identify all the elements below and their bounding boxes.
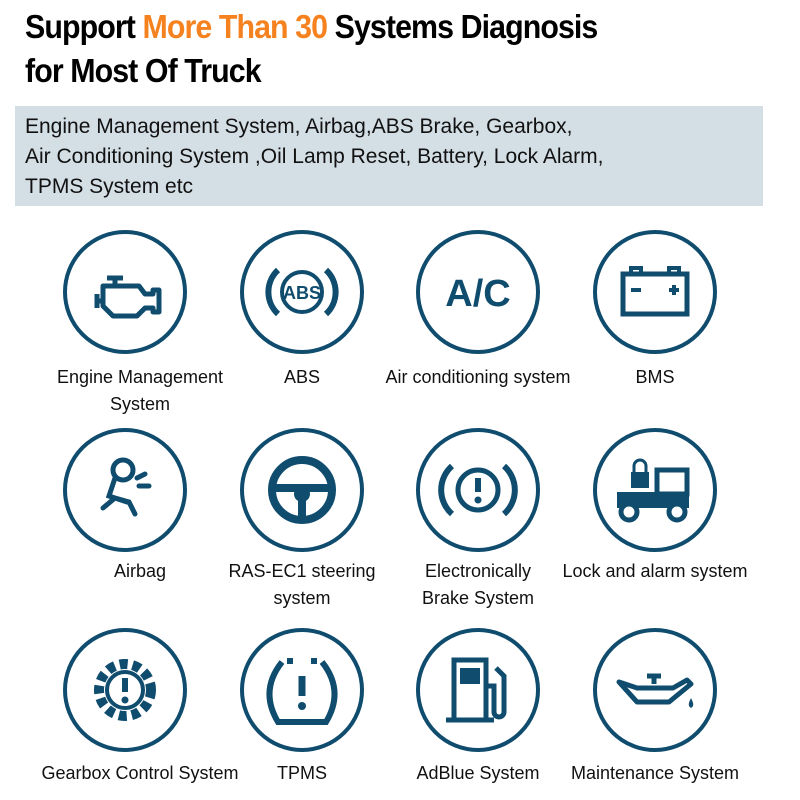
system-label: Maintenance System — [570, 763, 740, 783]
systems-description: Engine Management System, Airbag,ABS Bra… — [15, 106, 763, 206]
system-label: Engine Management System — [56, 367, 224, 414]
battery-icon-badge — [593, 230, 717, 354]
headline-text: Support — [25, 8, 143, 45]
description-line: TPMS System etc — [25, 175, 194, 198]
tpms-icon-badge — [240, 628, 364, 752]
headline-line-2: for Most Of Truck — [25, 52, 262, 89]
system-label: BMS — [635, 367, 675, 387]
steering-wheel-icon — [268, 456, 336, 524]
system-label: Lock and alarm system — [562, 561, 748, 581]
system-label: Electronically Brake System — [421, 561, 535, 608]
system-label: ABS — [283, 367, 321, 387]
oil-can-icon — [616, 673, 694, 708]
system-label: TPMS — [276, 763, 327, 783]
truck-lock-icon-badge — [593, 428, 717, 552]
airbag-icon-badge — [63, 428, 187, 552]
system-label: AdBlue System — [416, 763, 540, 783]
tpms-icon — [266, 658, 338, 725]
headline-highlight: More Than 30 — [142, 8, 328, 45]
ac-icon: A/C — [445, 273, 510, 315]
gear-warning-icon — [94, 659, 156, 721]
ac-icon-badge: A/C — [416, 230, 540, 354]
description-line: Air Conditioning System ,Oil Lamp Reset,… — [25, 145, 604, 168]
abs-icon-badge: ABS — [240, 230, 364, 354]
svg-text:A/C: A/C — [445, 273, 510, 315]
abs-icon: ABS — [265, 267, 339, 317]
system-label: Gearbox Control System — [41, 763, 239, 783]
system-label: Air conditioning system — [385, 367, 571, 387]
svg-text:ABS: ABS — [283, 283, 321, 303]
description-line: Engine Management System, Airbag,ABS Bra… — [25, 115, 573, 138]
gear-warning-icon-badge — [63, 628, 187, 752]
oil-can-icon-badge — [593, 628, 717, 752]
headline-text: Systems Diagnosis — [327, 8, 599, 45]
steering-wheel-icon-badge — [240, 428, 364, 552]
battery-icon — [620, 266, 690, 317]
fuel-pump-icon — [446, 657, 507, 723]
headline-line-1: Support More Than 30 Systems Diagnosis — [25, 8, 599, 46]
fuel-pump-icon-badge — [416, 628, 540, 752]
system-label: RAS-EC1 steering system — [228, 561, 376, 608]
system-label: Airbag — [113, 561, 167, 581]
brake-warning-icon-badge — [416, 428, 540, 552]
airbag-icon — [100, 457, 152, 517]
engine-icon-badge — [63, 230, 187, 354]
engine-icon — [94, 275, 162, 319]
brake-warning-icon — [438, 463, 518, 517]
truck-lock-icon — [617, 458, 690, 523]
